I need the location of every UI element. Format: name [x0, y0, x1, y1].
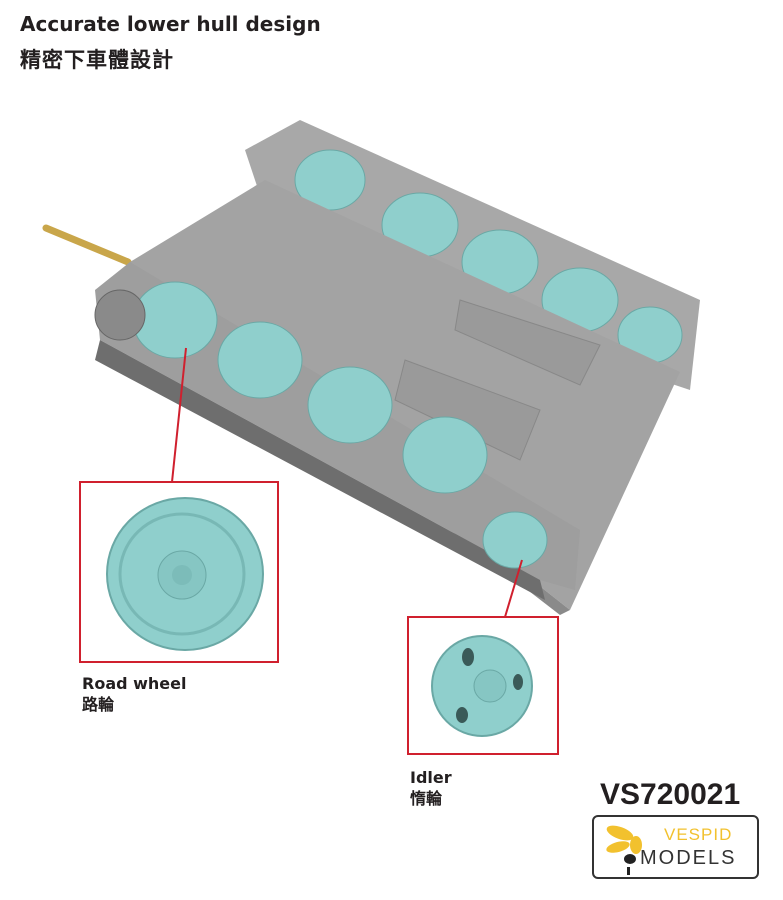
- far-road-wheels: [294, 149, 683, 364]
- idler-detail: [431, 635, 533, 737]
- road-wheel-label: Road wheel 路輪: [82, 673, 187, 715]
- hatch: [394, 359, 541, 461]
- road-wheel-label-en: Road wheel: [82, 674, 187, 693]
- road-wheel-detail: [106, 497, 264, 651]
- page-title: Accurate lower hull design: [20, 12, 321, 36]
- hatch: [454, 299, 601, 386]
- road-wheel-leader: [171, 347, 187, 483]
- page-title-zh: 精密下車體設計: [20, 48, 174, 72]
- idler-label-zh: 惰輪: [410, 789, 443, 808]
- product-code: VS720021: [600, 778, 741, 811]
- near-road-wheels: [132, 281, 548, 569]
- wasp-icon: [606, 825, 642, 875]
- brand-top: VESPID: [664, 825, 733, 844]
- idler-label: Idler 惰輪: [410, 767, 452, 809]
- idler-label-en: Idler: [410, 768, 452, 787]
- brand-bottom: MODELS: [640, 847, 737, 869]
- drive-sprocket: [94, 289, 146, 341]
- vespid-models-logo: VESPID MODELS: [592, 815, 759, 879]
- road-wheel-label-zh: 路輪: [82, 695, 115, 714]
- idler-leader: [504, 559, 523, 618]
- gun-barrel: [42, 224, 132, 266]
